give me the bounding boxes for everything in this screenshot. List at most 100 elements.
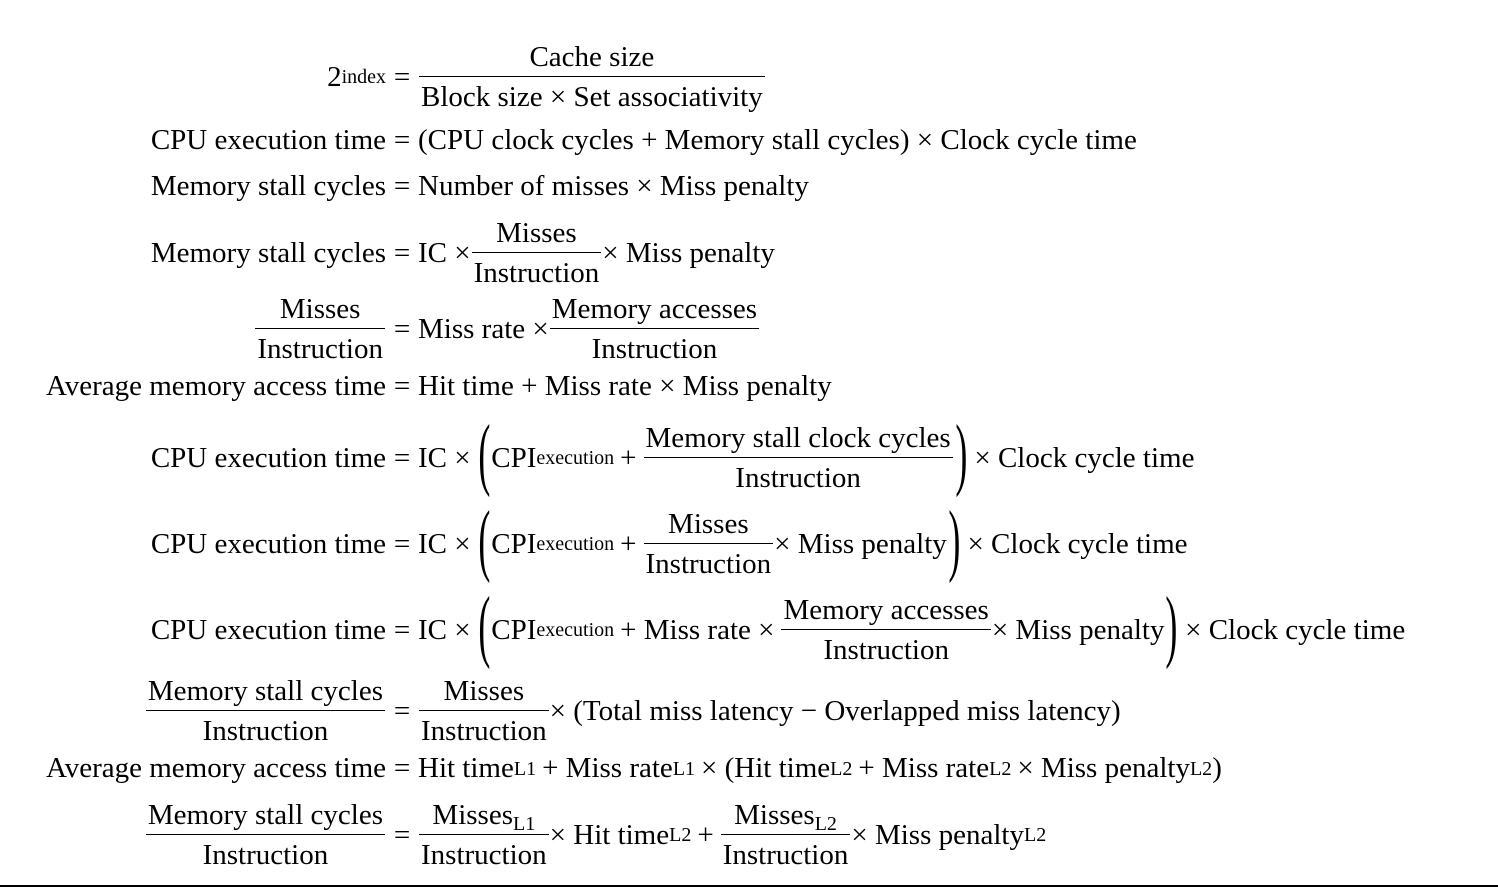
rhs-prefix: Miss rate × <box>418 312 549 345</box>
right-paren: ) <box>948 496 961 584</box>
equation-amat: Average memory access time = Hit time + … <box>0 370 1498 403</box>
equation-rhs: Misses Instruction × (Total miss latency… <box>418 674 1121 748</box>
equation-stall-two-level: Memory stall cycles Instruction = Misses… <box>0 798 1498 872</box>
plus-sign: + <box>620 441 637 474</box>
left-paren: ( <box>477 410 490 498</box>
equation-rhs: Number of misses × Miss penalty <box>418 170 809 202</box>
equals-sign: = <box>393 527 411 560</box>
numerator: MissesL1 <box>431 798 536 834</box>
numerator: Misses <box>496 217 577 249</box>
fraction: Memory accesses Instruction <box>781 593 991 667</box>
rhs-suffix: × Clock cycle time <box>967 527 1188 560</box>
close-paren: ) <box>1212 752 1222 784</box>
fraction: Memory accesses Instruction <box>549 292 760 366</box>
rhs-suffix: × Clock cycle time <box>974 441 1195 474</box>
fraction: Misses Instruction <box>419 674 549 748</box>
denominator: Instruction <box>643 457 953 495</box>
equation-rhs: IC × Misses Instruction × Miss penalty <box>418 216 775 290</box>
lhs-base: 2 <box>327 60 342 93</box>
inner-suffix: × Miss penalty <box>991 613 1165 646</box>
bottom-rule <box>0 885 1498 887</box>
term-hit-time-l2: × (Hit time <box>701 752 831 784</box>
rhs-suffix: × Miss penalty <box>602 236 775 269</box>
lhs-fraction: Misses Instruction <box>255 292 385 366</box>
equation-lhs: CPU execution time <box>150 527 386 560</box>
equation-rhs: (CPU clock cycles + Memory stall cycles)… <box>418 124 1137 156</box>
equals-sign: = <box>393 60 411 93</box>
equation-lhs: Memory stall cycles Instruction <box>0 674 386 748</box>
equation-rhs: Cache size Block size × Set associativit… <box>418 40 766 114</box>
right-paren: ) <box>955 410 968 498</box>
equation-misses-per-instruction: Misses Instruction = Miss rate × Memory … <box>0 292 1498 366</box>
term-miss-rate: + Miss rate <box>542 752 673 784</box>
fraction: Misses Instruction <box>643 507 774 581</box>
cpi: CPI <box>491 527 537 560</box>
cpi: CPI <box>491 613 537 646</box>
mid-term: × Hit time <box>549 818 670 851</box>
rhs-suffix: × Clock cycle time <box>1185 613 1406 646</box>
fraction: Cache size Block size × Set associativit… <box>419 40 765 114</box>
numerator: MissesL2 <box>733 798 838 834</box>
denominator: Instruction <box>419 834 549 872</box>
equals-sign: = <box>393 752 411 784</box>
equals-sign: = <box>393 170 411 202</box>
equation-lhs: CPU execution time <box>150 441 386 474</box>
equation-rhs: Miss rate × Memory accesses Instruction <box>418 292 760 366</box>
fraction: MissesL2 Instruction <box>720 798 851 872</box>
numerator: Cache size <box>529 41 655 73</box>
inner-suffix: × Miss penalty <box>774 527 947 560</box>
right-paren: ) <box>1165 582 1178 670</box>
rhs-prefix: IC × <box>418 527 471 560</box>
left-paren: ( <box>477 496 490 584</box>
equation-lhs: CPU execution time <box>150 124 386 156</box>
num-text: Misses <box>734 799 815 831</box>
equals-sign: = <box>393 818 411 851</box>
numerator: Misses <box>443 675 525 707</box>
equals-sign: = <box>393 370 411 402</box>
equals-sign: = <box>393 441 411 474</box>
plus-miss-rate: + Miss rate × <box>620 613 775 646</box>
equation-cpu-time-basic: CPU execution time = (CPU clock cycles +… <box>0 124 1498 157</box>
numerator: Memory accesses <box>783 594 989 626</box>
numerator: Memory stall clock cycles <box>645 422 951 454</box>
denominator: Instruction <box>145 834 385 872</box>
term-hit-time: Hit time <box>418 752 514 784</box>
term-miss-rate-l2: + Miss rate <box>858 752 990 784</box>
denominator: Block size × Set associativity <box>419 76 765 114</box>
denominator: Instruction <box>145 710 385 748</box>
lhs-fraction: Memory stall cycles Instruction <box>145 798 385 872</box>
denominator: Instruction <box>255 328 385 366</box>
denominator: Instruction <box>419 710 549 748</box>
equation-lhs: Memory stall cycles <box>150 236 386 269</box>
numerator: Memory accesses <box>551 293 758 325</box>
plus-sign: + <box>620 527 637 560</box>
equation-lhs: Memory stall cycles <box>150 170 386 202</box>
cpi: CPI <box>491 441 537 474</box>
numerator: Misses <box>279 293 361 325</box>
denominator: Instruction <box>720 834 851 872</box>
equals-sign: = <box>393 694 411 727</box>
lhs-fraction: Memory stall cycles Instruction <box>145 674 385 748</box>
plus-sign: + <box>697 818 714 851</box>
equation-lhs: Misses Instruction <box>0 292 386 366</box>
fraction: Misses Instruction <box>471 216 602 290</box>
denominator: Instruction <box>471 252 602 290</box>
equation-rhs: Hit time + Miss rate × Miss penalty <box>418 370 832 402</box>
left-paren: ( <box>477 582 490 670</box>
rhs-prefix: IC × <box>418 441 471 474</box>
equation-lhs: Average memory access time <box>45 370 386 402</box>
rhs-suffix: × Miss penalty <box>851 818 1024 851</box>
denominator: Instruction <box>549 328 760 366</box>
fraction: Memory stall clock cycles Instruction <box>643 421 953 495</box>
equals-sign: = <box>393 613 411 646</box>
